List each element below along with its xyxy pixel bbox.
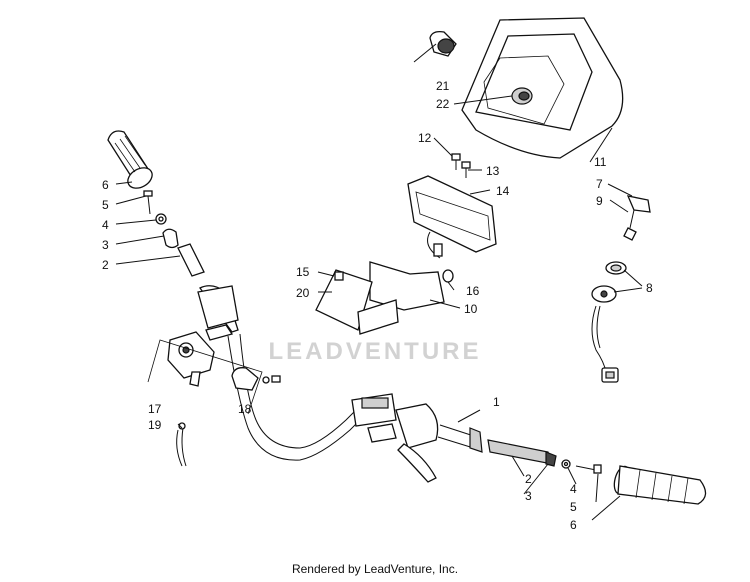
left-switch-housing — [167, 331, 215, 387]
callout-2-left: 2 — [102, 258, 109, 272]
callout-11: 11 — [594, 155, 607, 169]
switch-wire-lead — [176, 422, 187, 467]
callout-9: 9 — [596, 194, 603, 208]
callout-12: 12 — [418, 131, 432, 145]
callout-10: 10 — [464, 302, 478, 316]
callout-1: 1 — [493, 395, 500, 409]
callout-18: 18 — [238, 402, 252, 416]
left-hand-grip — [107, 130, 153, 189]
callout-15: 15 — [296, 265, 310, 279]
power-outlet-plug — [429, 30, 457, 57]
indicator-knob — [511, 87, 533, 105]
callout-7: 7 — [596, 177, 603, 191]
callout-2-right: 2 — [525, 472, 532, 486]
callout-8: 8 — [646, 281, 653, 295]
footer-credit: Rendered by LeadVenture, Inc. — [291, 562, 459, 576]
handlebar — [197, 285, 483, 461]
callout-3-left: 3 — [102, 238, 109, 252]
callout-4-right: 4 — [570, 482, 577, 496]
right-grip-washer — [561, 459, 571, 469]
left-grip-washer — [155, 213, 167, 225]
callout-21: 21 — [436, 79, 450, 93]
right-hand-grip — [613, 465, 707, 505]
instrument-pod-cover — [461, 17, 624, 159]
callout-22: 22 — [436, 97, 450, 111]
bracket-grommet-16 — [442, 269, 454, 283]
watermark: LEADVENTURE — [268, 338, 482, 365]
switch-clamp — [231, 367, 281, 391]
ignition-key — [623, 195, 651, 241]
left-grip-end-plug — [162, 228, 179, 249]
leader-lines — [115, 43, 643, 521]
right-throttle-tube — [487, 439, 557, 467]
gauge-screw-13 — [461, 161, 471, 178]
callout-16: 16 — [466, 284, 480, 298]
callout-20: 20 — [296, 286, 310, 300]
callout-14: 14 — [496, 184, 510, 198]
assembly-bracket-lines — [147, 339, 263, 415]
gauge-screw-12 — [451, 153, 461, 170]
callout-4-left: 4 — [102, 218, 109, 232]
callout-17: 17 — [148, 402, 162, 416]
bracket-grommet-15 — [334, 271, 344, 281]
callout-13: 13 — [486, 164, 500, 178]
callout-5-left: 5 — [102, 198, 109, 212]
callout-6-left: 6 — [102, 178, 109, 192]
speedometer-gauge — [407, 175, 497, 259]
brake-master-cylinder — [351, 393, 439, 483]
gauge-mounting-bracket — [315, 261, 445, 335]
callout-6-right: 6 — [570, 518, 577, 532]
ignition-switch-nut — [605, 261, 627, 275]
callout-3-right: 3 — [525, 489, 532, 503]
right-grip-screw — [575, 464, 602, 474]
left-throttle-tube — [177, 243, 205, 277]
left-grip-screw — [143, 190, 153, 215]
callout-19: 19 — [148, 418, 162, 432]
callout-5-right: 5 — [570, 500, 577, 514]
ignition-switch — [591, 285, 619, 383]
